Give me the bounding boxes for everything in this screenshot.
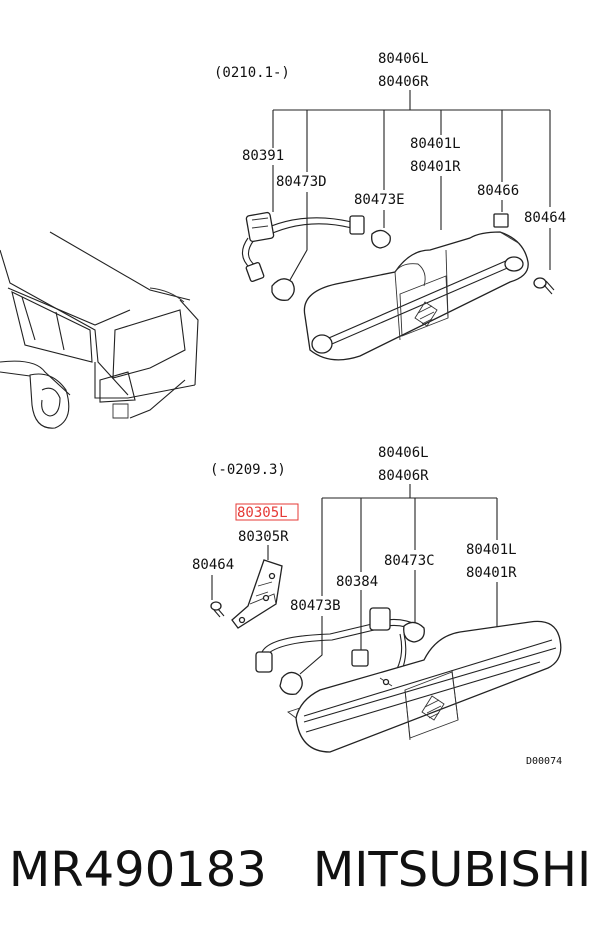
- lower-label-80464: 80464: [192, 557, 234, 573]
- upper-date-range: (0210.1-): [214, 65, 290, 81]
- lower-leader-lines: [211, 484, 498, 675]
- lower-date-range: (-0209.3): [210, 462, 286, 478]
- lower-label-80305l: 80305L: [237, 505, 288, 521]
- lower-label-80473c: 80473C: [384, 553, 435, 569]
- upper-label-80391: 80391: [242, 148, 284, 164]
- lower-label-80406l: 80406L: [378, 445, 429, 461]
- lower-bulbs: [279, 621, 425, 695]
- lower-screw-80464: [210, 601, 225, 618]
- lower-highlight-box: [235, 503, 299, 521]
- upper-lens-pattern: [414, 301, 438, 327]
- upper-label-80406r: 80406R: [378, 74, 429, 90]
- lower-label-80406r: 80406R: [378, 468, 429, 484]
- upper-label-80406l: 80406L: [378, 51, 429, 67]
- upper-label-80466: 80466: [477, 183, 519, 199]
- caption: MR490183 MITSUBISHI: [0, 830, 600, 910]
- lower-label-80305r: 80305R: [238, 529, 289, 545]
- lower-lamp-housing: [287, 620, 562, 753]
- upper-lamp-housing: [303, 231, 529, 361]
- upper-screw-80464: [533, 277, 555, 295]
- upper-harness: [241, 211, 365, 282]
- upper-label-80473e: 80473E: [354, 192, 405, 208]
- upper-label-80401l: 80401L: [410, 136, 461, 152]
- upper-bulbs: [271, 229, 391, 301]
- upper-nut-80466: [493, 213, 509, 228]
- lower-label-80401l: 80401L: [466, 542, 517, 558]
- lower-label-80473b: 80473B: [290, 598, 341, 614]
- drawing-code: D00074: [526, 756, 562, 767]
- vehicle-rear-outline: [0, 231, 199, 429]
- lower-bracket-80305: [231, 559, 283, 629]
- lower-label-80401r: 80401R: [466, 565, 517, 581]
- upper-label-80473d: 80473D: [276, 174, 327, 190]
- upper-label-80401r: 80401R: [410, 159, 461, 175]
- upper-label-80464: 80464: [524, 210, 566, 226]
- upper-assembly: (0210.1-) 80406L 80406R 80391 80473D 804…: [214, 51, 566, 361]
- upper-leader-lines: [272, 90, 551, 281]
- brand-name: MITSUBISHI: [312, 842, 592, 898]
- lower-assembly: (-0209.3) 80406L 80406R 80305L 80305R 80…: [192, 445, 562, 767]
- part-number: MR490183: [8, 842, 267, 898]
- lower-label-80384: 80384: [336, 574, 378, 590]
- lower-clip-80384: [351, 649, 369, 667]
- lower-lens-pattern: [421, 695, 445, 721]
- parts-diagram: (0210.1-) 80406L 80406R 80391 80473D 804…: [0, 51, 566, 767]
